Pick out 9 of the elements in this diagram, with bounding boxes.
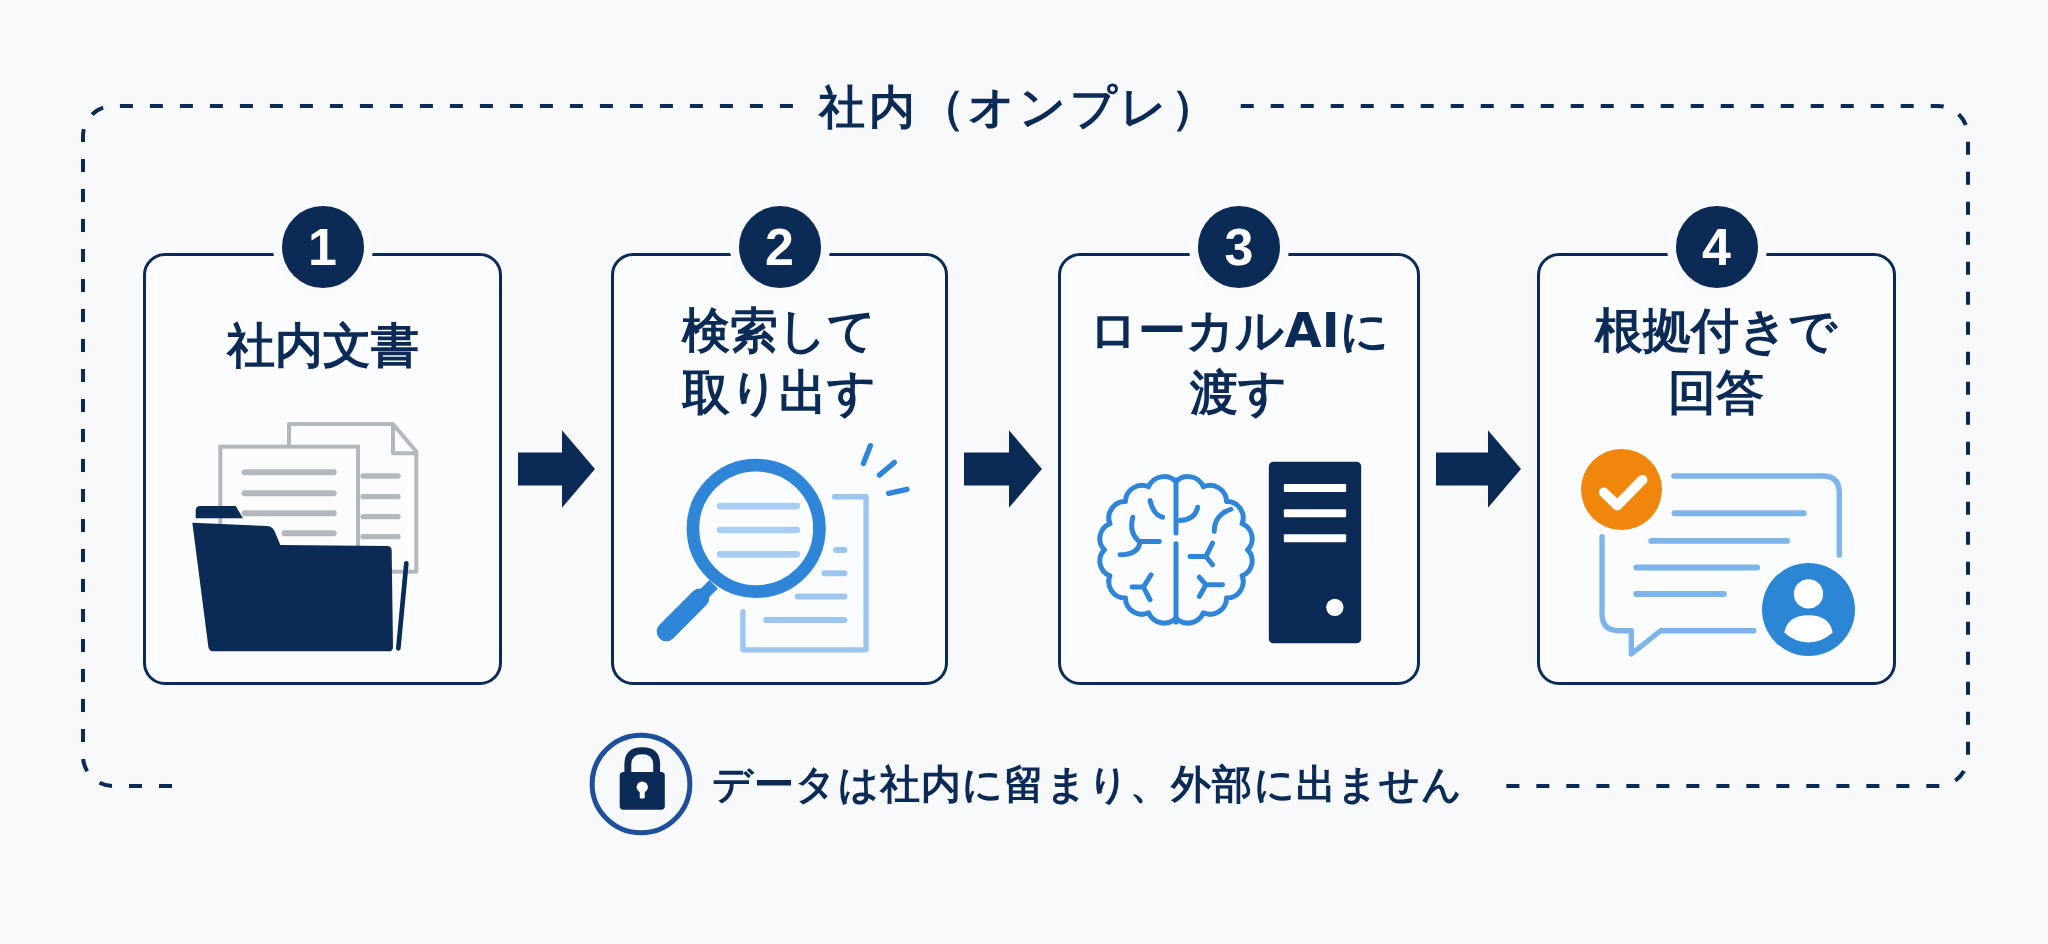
footer-note: データは社内に留まり、外部に出ません — [712, 760, 1464, 808]
boundary-title: 社内（オンプレ） — [819, 80, 1221, 134]
block-arrow — [964, 430, 1042, 508]
step-title: 社内文書 — [226, 316, 419, 375]
step-title: 根拠付きで回答 — [1594, 301, 1839, 422]
step-title: 検索して取り出す — [681, 301, 878, 422]
block-arrow — [518, 430, 595, 508]
step-title: ローカルAIに渡す — [1088, 301, 1390, 422]
block-arrow — [1436, 430, 1521, 508]
